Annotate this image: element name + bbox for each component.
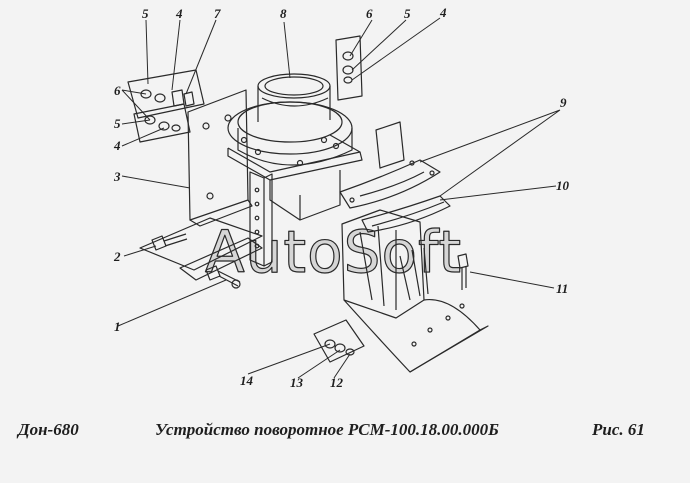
- base-plate: [139, 217, 263, 281]
- part-label-13: 13: [290, 375, 304, 390]
- fastener-set-bottom: [313, 319, 365, 363]
- part-label-7: 7: [214, 6, 221, 21]
- part-label-4-top-right: 4: [439, 5, 447, 20]
- part-label-10: 10: [556, 178, 570, 193]
- part-label-6-top-right: 6: [366, 6, 373, 21]
- part-label-4-mid-left: 4: [113, 138, 121, 153]
- bolt-11: [457, 253, 469, 290]
- part-label-5-mid-left: 5: [114, 116, 121, 131]
- bolt-2: [151, 233, 188, 251]
- bolt-1: [205, 265, 241, 289]
- figure-number: Рис. 61: [592, 420, 645, 439]
- turntable-housing: [227, 101, 363, 221]
- part-label-11: 11: [556, 281, 568, 296]
- part-label-8: 8: [280, 6, 287, 21]
- part-label-1: 1: [114, 319, 121, 334]
- figure-title: Устройство поворотное РСМ-100.18.00.000Б: [155, 420, 499, 439]
- part-label-9: 9: [560, 95, 567, 110]
- part-label-4-top-left: 4: [175, 6, 183, 21]
- flange-half-rings: [339, 121, 451, 233]
- part-label-12: 12: [330, 375, 344, 390]
- part-label-3: 3: [113, 169, 121, 184]
- chute-spout: [341, 209, 489, 373]
- pipe: [257, 73, 331, 122]
- part-label-2: 2: [113, 249, 121, 264]
- support-strip: [249, 171, 273, 267]
- watermark-text: AutoSoft: [205, 218, 462, 286]
- part-label-5-top-right: 5: [404, 6, 411, 21]
- fastener-set-top-right: [335, 35, 363, 101]
- part-label-6-left: 6: [114, 83, 121, 98]
- part-label-5-top-left: 5: [142, 6, 149, 21]
- leader-lines: [117, 17, 561, 379]
- fastener-set-mid-left: [133, 103, 191, 143]
- model-name: Дон-680: [18, 420, 79, 439]
- bracket-plate: [187, 89, 253, 227]
- part-label-14: 14: [240, 373, 254, 388]
